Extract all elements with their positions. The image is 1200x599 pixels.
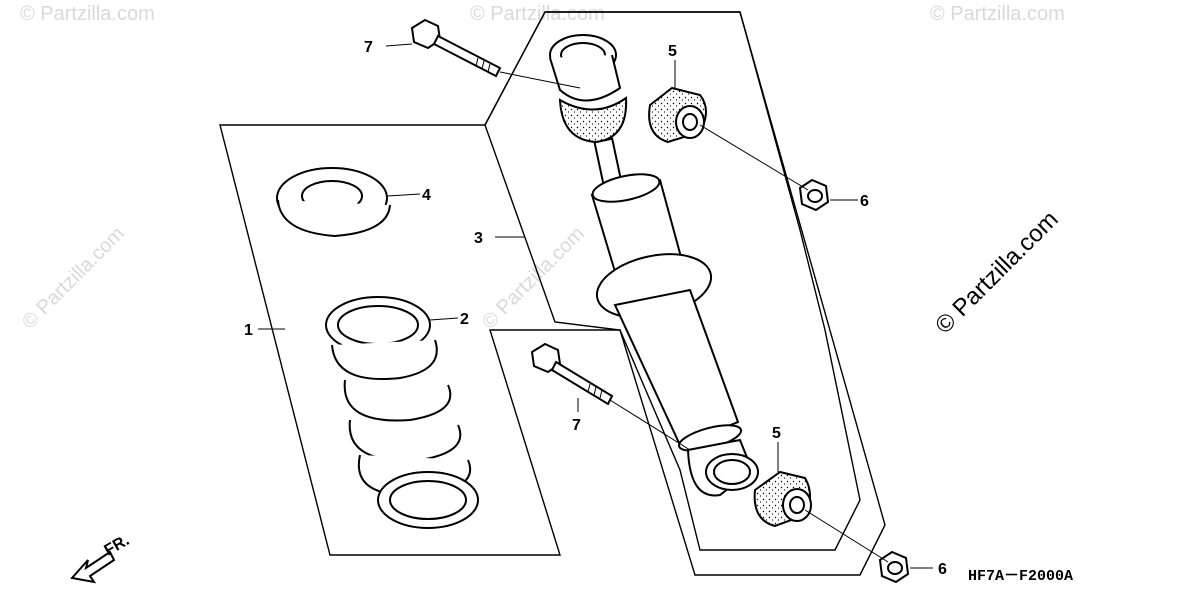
front-direction-indicator: FR.: [70, 532, 132, 584]
watermark-faint: © Partzilla.com: [478, 223, 589, 334]
callout-7-top: 7: [364, 39, 373, 56]
bolt-bottom-part: [530, 342, 691, 451]
nut-top-part: [798, 178, 830, 212]
callout-5-top: 5: [668, 43, 677, 60]
leader-lines: [258, 43, 933, 569]
front-arrow-icon: [70, 550, 116, 584]
watermark-faint: © Partzilla.com: [930, 3, 1065, 25]
assembly-frames: [219, 11, 886, 576]
bushing-top-part: [648, 86, 707, 144]
callout-4: 4: [422, 187, 431, 204]
figure-code: HF7A－F2000A: [968, 568, 1073, 585]
callout-2: 2: [460, 311, 469, 328]
damper-assembly-frame: [484, 11, 861, 551]
coil-spring-part: [325, 296, 479, 529]
shock-absorber-part: [549, 34, 759, 497]
watermark-faint: © Partzilla.com: [18, 223, 129, 334]
watermark-faint: © Partzilla.com: [470, 3, 605, 25]
watermark-main: © Partzilla.com: [930, 206, 1063, 339]
callout-5-bottom: 5: [772, 425, 781, 442]
callout-1: 1: [244, 322, 253, 339]
spring-seat-part: [276, 167, 391, 238]
bolt-top-part: [410, 18, 581, 89]
bushing-bottom-part: [753, 470, 812, 528]
nut-bottom-part: [878, 550, 910, 584]
callout-labels: 1 2 3 4 5 5 6 6 7 7: [244, 39, 947, 578]
callout-6-top: 6: [860, 193, 869, 210]
callout-7-bottom: 7: [572, 417, 581, 434]
callout-6-bottom: 6: [938, 561, 947, 578]
watermark-faint: © Partzilla.com: [20, 3, 155, 25]
callout-3: 3: [474, 230, 483, 247]
